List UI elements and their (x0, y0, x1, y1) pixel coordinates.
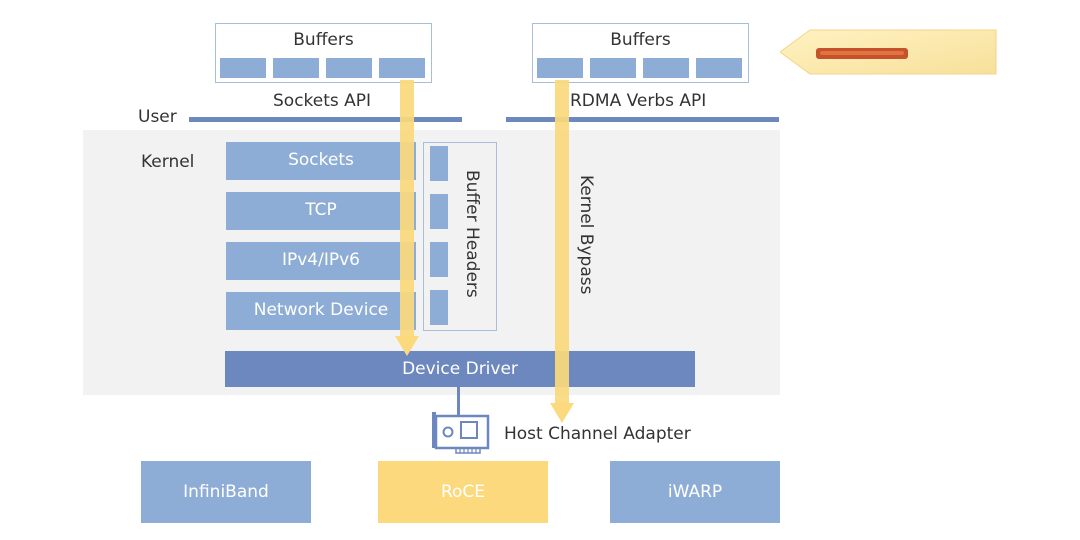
user-space-label: User (138, 107, 177, 127)
sockets-buffers-box: Buffers (215, 23, 432, 83)
sockets-api-label: Sockets API (273, 91, 372, 111)
roce-box: RoCE (378, 461, 548, 523)
user-kernel-divider-right (506, 117, 779, 122)
network-card-icon (432, 412, 490, 454)
buffer-cell (326, 58, 372, 78)
network-device-layer: Network Device (226, 292, 416, 330)
iwarp-box: iWARP (610, 461, 780, 523)
host-channel-adapter-label: Host Channel Adapter (504, 424, 691, 444)
buffer-cell (379, 58, 425, 78)
tcp-layer: TCP (226, 192, 416, 230)
buffer-cell (590, 58, 636, 78)
buffer-cell (273, 58, 319, 78)
buffer-cell (537, 58, 583, 78)
buffer-header-cell (430, 146, 448, 181)
sockets-buffers-title: Buffers (293, 30, 354, 50)
buffer-header-cell (430, 242, 448, 277)
buffer-cell (696, 58, 742, 78)
buffer-header-cell (430, 290, 448, 325)
kernel-space-label: Kernel (141, 152, 195, 172)
ip-layer: IPv4/IPv6 (226, 242, 416, 280)
buffer-headers-panel (423, 142, 497, 331)
rdma-buffers-title: Buffers (610, 30, 671, 50)
device-driver-layer: Device Driver (225, 351, 695, 387)
buffer-header-cell (430, 194, 448, 229)
buffer-cell (220, 58, 266, 78)
sockets-layer: Sockets (226, 142, 416, 180)
pointer-tag-icon (780, 29, 997, 75)
buffer-cell (643, 58, 689, 78)
infiniband-box: InfiniBand (141, 461, 311, 523)
rdma-verbs-api-label: RDMA Verbs API (570, 91, 707, 111)
rdma-buffers-box: Buffers (532, 23, 749, 83)
kernel-bypass-arrow (550, 80, 574, 423)
kernel-bypass-label: Kernel Bypass (576, 175, 596, 295)
buffer-headers-label: Buffer Headers (462, 170, 482, 298)
user-kernel-divider-left (189, 117, 462, 122)
sockets-data-path-arrow (395, 80, 419, 356)
adapter-connector (457, 387, 460, 415)
